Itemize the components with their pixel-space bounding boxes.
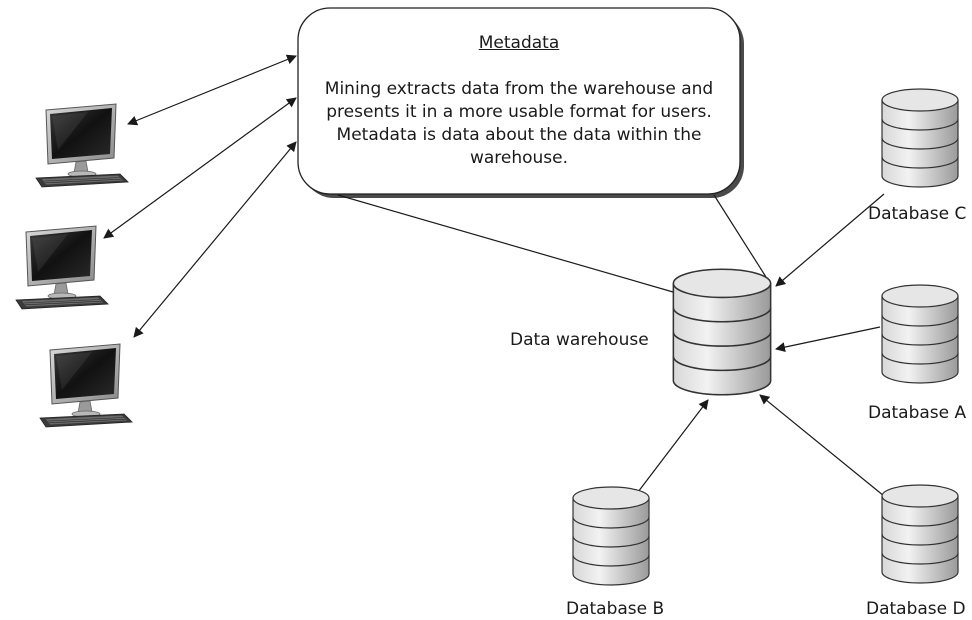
- computer-icon: [39, 343, 133, 428]
- database-d-label: Database D: [866, 599, 966, 619]
- computer-icon: [35, 103, 129, 188]
- database-b-icon: [572, 486, 650, 586]
- db-b-warehouse-arrow: [637, 399, 709, 493]
- computer3-metadata-arrow: [133, 141, 297, 338]
- metadata-warehouse-line-right: [713, 194, 767, 278]
- database-a-label: Database A: [868, 403, 967, 423]
- data-warehouse-label: Data warehouse: [510, 330, 649, 350]
- db-a-warehouse-arrow: [775, 326, 881, 353]
- db-d-warehouse-arrow: [759, 394, 885, 497]
- computer1-metadata-arrow: [127, 54, 297, 126]
- computer2-metadata-arrow: [103, 97, 297, 239]
- metadata-title: Metadata: [478, 33, 560, 53]
- metadata-box: [297, 7, 741, 195]
- database-a-icon: [881, 284, 959, 384]
- computer-icon: [15, 225, 109, 310]
- database-c-icon: [881, 88, 959, 188]
- metadata-description: Mining extracts data from the warehouse …: [324, 79, 714, 168]
- database-b-label: Database B: [566, 599, 665, 619]
- db-c-warehouse-arrow: [775, 193, 885, 287]
- database-d-icon: [881, 484, 959, 584]
- metadata-box-text: Metadata Mining extracts data from the w…: [298, 8, 740, 194]
- data-warehouse-database-icon: [672, 268, 772, 396]
- metadata-warehouse-line-left: [337, 194, 674, 293]
- database-c-label: Database C: [868, 204, 967, 224]
